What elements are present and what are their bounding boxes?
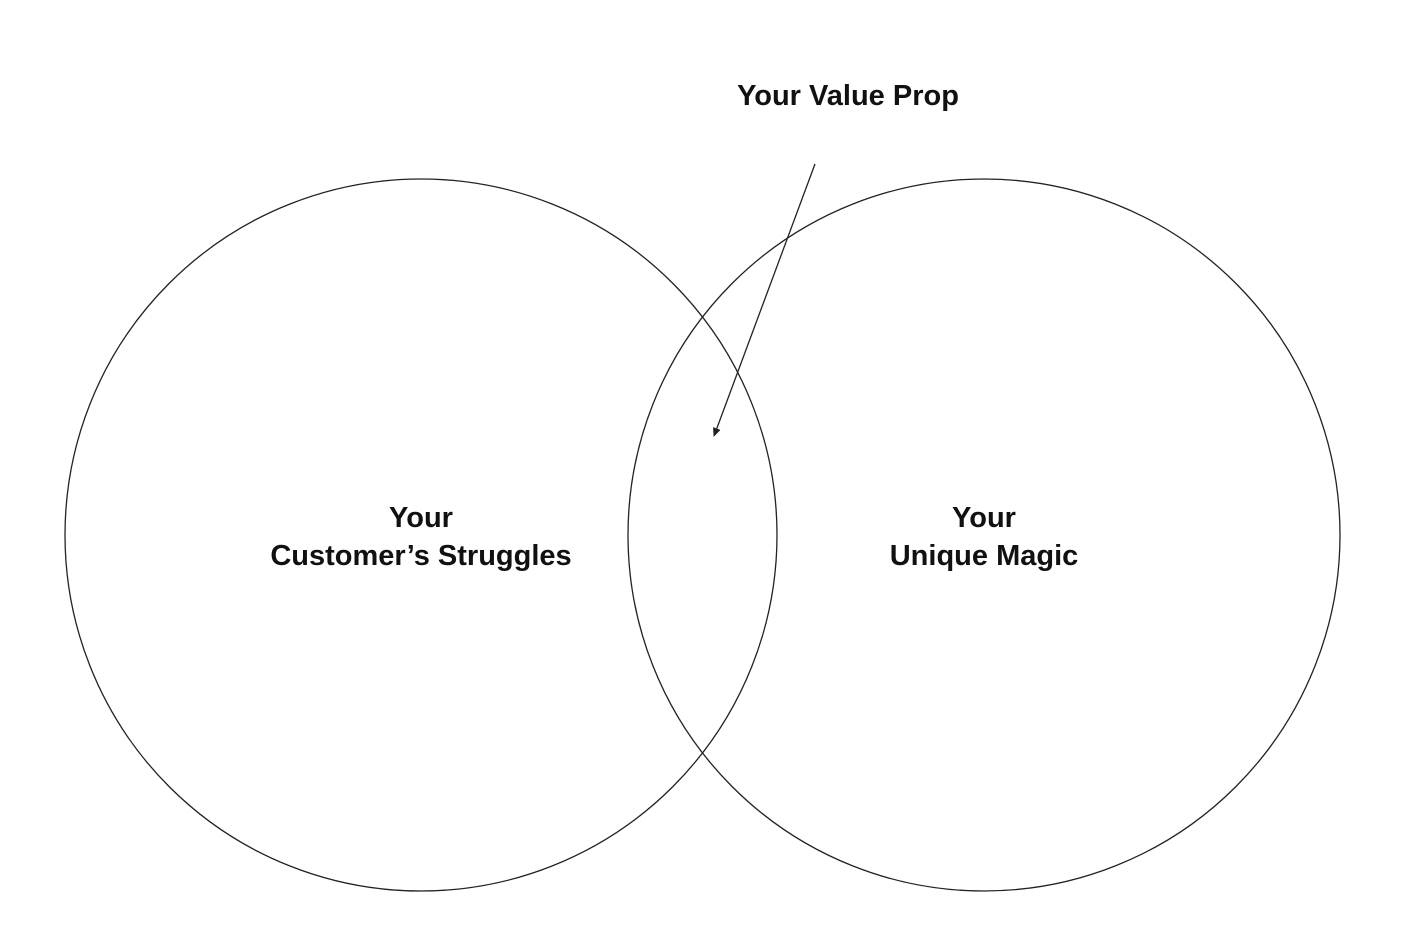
value-prop-label: Your Value Prop	[737, 80, 959, 112]
customer-struggles-label-line1: Your	[389, 502, 453, 534]
unique-magic-label-line1: Your	[952, 502, 1016, 534]
value-prop-arrow	[713, 163, 816, 437]
customer-struggles-circle	[64, 178, 778, 892]
unique-magic-label-line2: Unique Magic	[890, 540, 1079, 572]
unique-magic-circle	[627, 178, 1341, 892]
customer-struggles-label-line2: Customer’s Struggles	[270, 540, 571, 572]
